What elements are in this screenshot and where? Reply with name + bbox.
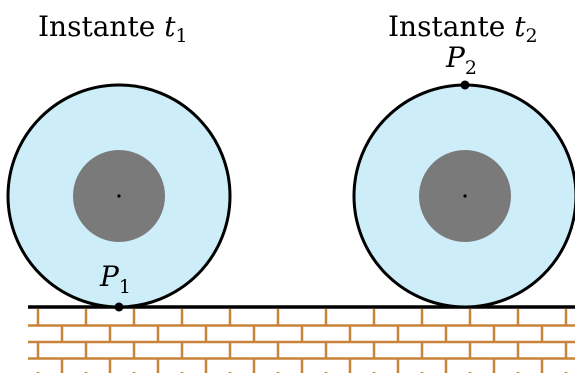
caption-instant-2: Instante t2 [388,10,538,47]
wheel-instant-1: P1 [6,83,232,312]
wheel-1-center-dot [117,194,121,198]
point-p1-letter: P [99,260,120,293]
point-p2-marker [460,80,470,90]
caption-instant-1: Instante t1 [38,10,188,47]
brick-wall-ground [28,309,575,373]
wheel-2-center-dot [463,194,467,198]
point-p2-subscript: 2 [465,57,477,79]
caption-1-word: Instante [38,10,155,43]
caption-2-sub: 2 [526,25,538,47]
point-p1-subscript: 1 [119,276,131,298]
caption-2-word: Instante [388,10,505,43]
point-p1-marker [114,302,124,312]
caption-1-sub: 1 [176,25,188,47]
point-p1-label: P1 [99,260,131,298]
wheel-instant-2: P2 [352,41,575,309]
caption-2-var: t [514,10,526,43]
point-p2-letter: P [445,41,466,74]
point-p2-label: P2 [445,41,477,79]
caption-1-var: t [164,10,176,43]
